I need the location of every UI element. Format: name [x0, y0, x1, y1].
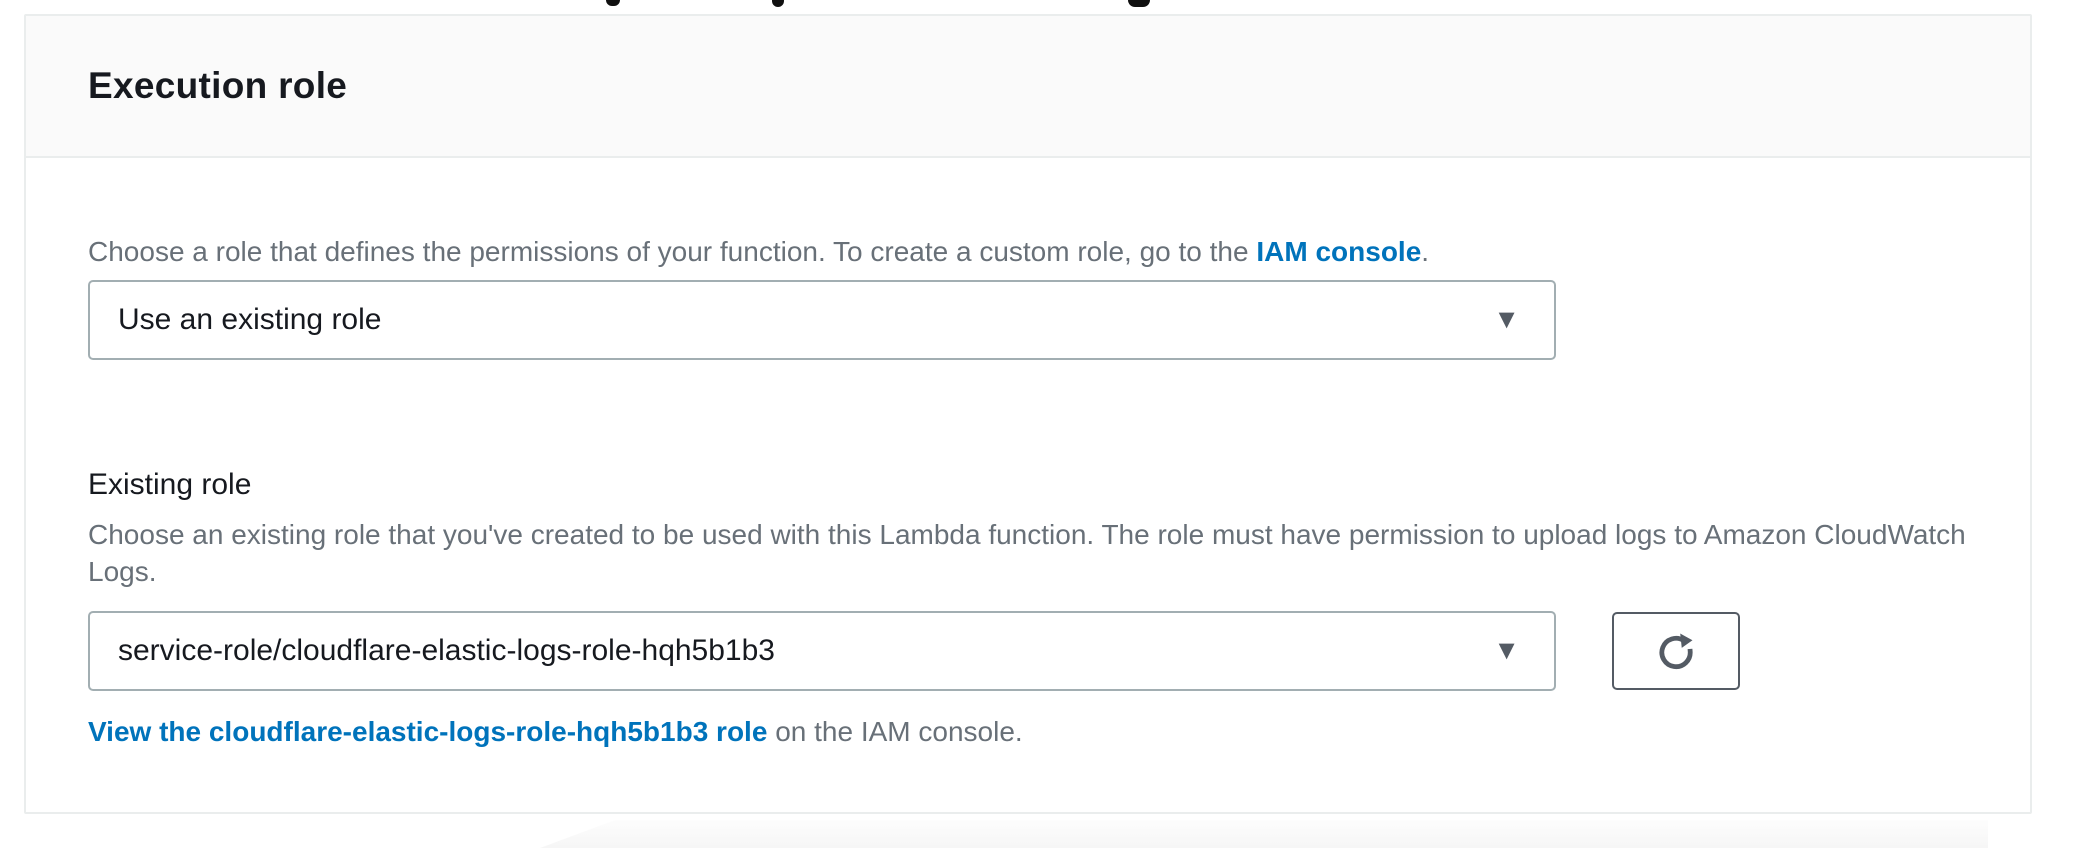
refresh-icon	[1653, 628, 1699, 674]
role-source-selected-value: Use an existing role	[118, 303, 382, 336]
existing-role-select[interactable]: service-role/cloudflare-elastic-logs-rol…	[88, 611, 1556, 691]
execution-role-panel: Execution role Choose a role that define…	[24, 14, 2032, 814]
view-role-link[interactable]: View the cloudflare-elastic-logs-role-hq…	[88, 716, 768, 747]
existing-role-description: Choose an existing role that you've crea…	[88, 519, 1966, 587]
chevron-down-icon: ▼	[1493, 303, 1520, 334]
existing-role-selected-value: service-role/cloudflare-elastic-logs-rol…	[118, 634, 775, 667]
panel-header: Execution role	[26, 16, 2030, 158]
chevron-down-icon: ▼	[1493, 634, 1520, 665]
view-role-line: View the cloudflare-elastic-logs-role-hq…	[88, 716, 1023, 748]
refresh-roles-button[interactable]	[1612, 612, 1740, 690]
clipped-text-fragment	[1128, 0, 1150, 7]
clipped-text-fragment	[606, 0, 620, 6]
clipped-text-fragment	[772, 0, 784, 7]
role-source-description-text: Choose a role that defines the permissio…	[88, 236, 1257, 267]
existing-role-label: Existing role	[88, 468, 252, 501]
panel-title: Execution role	[88, 65, 348, 106]
iam-console-link[interactable]: IAM console	[1256, 236, 1422, 267]
next-section-top-edge	[540, 820, 1988, 848]
role-source-description-period: .	[1421, 236, 1430, 267]
view-role-suffix: on the IAM console.	[767, 716, 1023, 747]
role-source-description: Choose a role that defines the permissio…	[88, 234, 1429, 270]
role-source-select[interactable]: Use an existing role ▼	[88, 280, 1556, 360]
